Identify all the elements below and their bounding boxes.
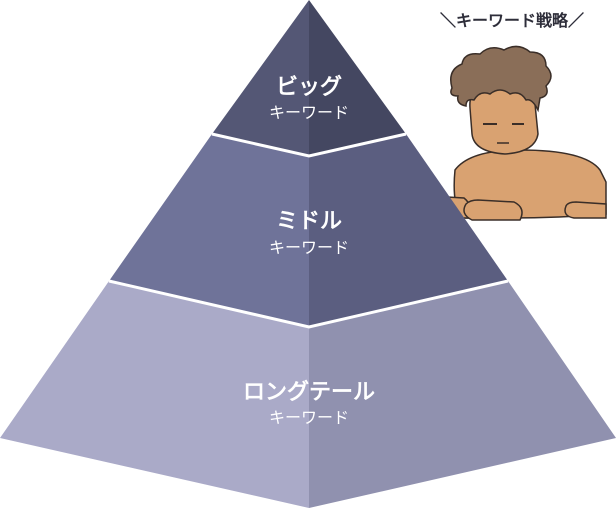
tier-big-subtitle: キーワード	[269, 103, 349, 122]
tier-middle-title: ミドル	[276, 209, 342, 234]
tier-separator	[211, 132, 407, 158]
tier-longtail-subtitle: キーワード	[269, 408, 349, 427]
pyramid-tier-middle-left	[109, 134, 309, 327]
pyramid-tier-big-left	[212, 0, 309, 156]
pyramid-tier-middle-right	[309, 134, 508, 327]
pyramid-tier-big-right	[309, 0, 406, 156]
tier-big-title: ビッグ	[276, 74, 342, 100]
tier-separator	[108, 279, 509, 329]
pyramid-tier-longtail-right	[309, 281, 616, 508]
header-title: ＼キーワード戦略／	[440, 11, 584, 30]
pyramid-tier-longtail-left	[0, 281, 309, 508]
tier-longtail-title: ロングテール	[243, 379, 375, 405]
tier-middle-subtitle: キーワード	[269, 238, 349, 257]
